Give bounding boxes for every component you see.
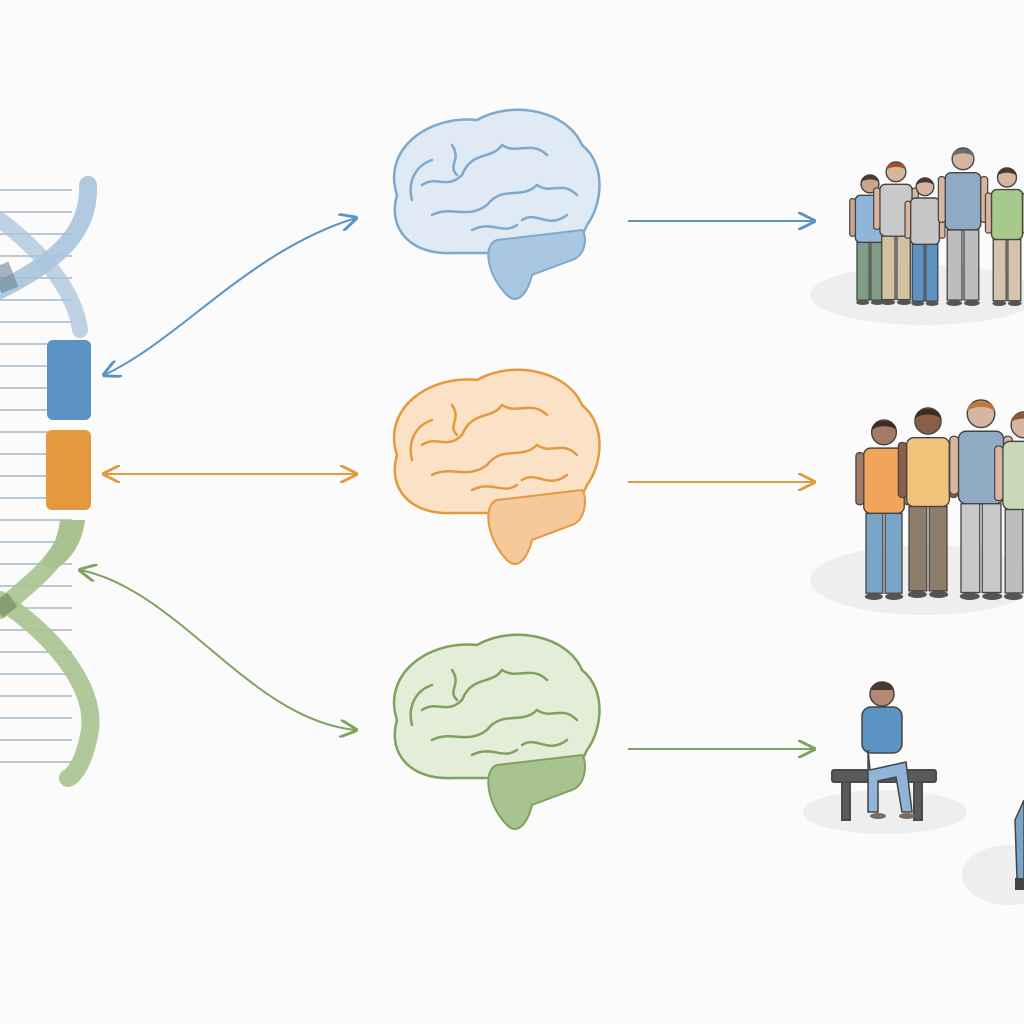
- group-of-people: [855, 399, 1024, 600]
- brain-icon: [392, 368, 601, 565]
- person-icon: [897, 407, 959, 598]
- person-icon: [949, 399, 1013, 600]
- dna-strand-cross-low: [0, 592, 18, 618]
- brain-icon: [392, 633, 601, 830]
- arrow-dna-to-brain-green: [80, 570, 356, 730]
- dna-double-helix-icon: [0, 176, 100, 787]
- gene-segment-green: [40, 520, 85, 570]
- group-of-people: [849, 147, 1024, 306]
- dna-strand-back: [0, 212, 88, 338]
- dna-strand-cross: [0, 261, 19, 294]
- person-sitting-alone-on-bench: [831, 681, 1024, 890]
- gene-segment-blue: [47, 340, 91, 420]
- dna-strand-bottom: [0, 591, 100, 787]
- partial-standing-person-icon: [1014, 799, 1024, 890]
- arrow-dna-to-brain-blue: [104, 218, 356, 375]
- sitting-person-icon: [861, 681, 915, 819]
- person-icon: [904, 177, 946, 306]
- gene-segment-orange: [46, 430, 91, 510]
- person-icon: [855, 419, 913, 600]
- person-icon: [984, 167, 1024, 306]
- person-icon: [937, 147, 989, 306]
- ground-shadow: [803, 790, 967, 834]
- brain-icon: [392, 108, 601, 300]
- dna-strand-front-top: [0, 176, 98, 299]
- ground-shadow: [962, 845, 1024, 905]
